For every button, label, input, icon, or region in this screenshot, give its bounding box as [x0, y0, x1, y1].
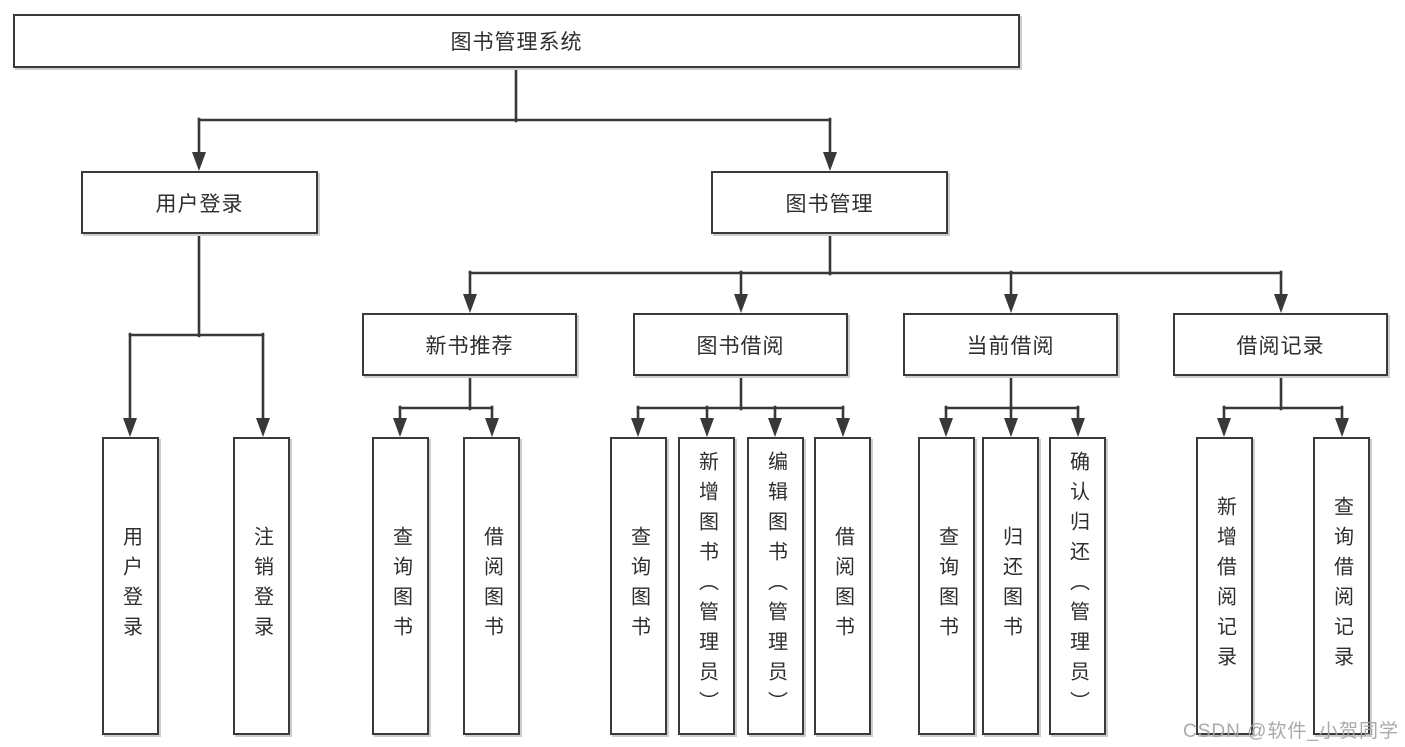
node-borrow-books-leaf: 借阅图书: [814, 437, 871, 735]
node-query-books-recommend: 查询图书: [372, 437, 429, 735]
node-query-books-borrow-label: 查询图书: [627, 526, 650, 646]
node-book-management: 图书管理: [711, 171, 948, 234]
arrow-icon: [1217, 418, 1231, 437]
node-query-books-current-label: 查询图书: [935, 526, 958, 646]
arrow-icon: [192, 152, 206, 171]
arrow-icon: [823, 152, 837, 171]
node-edit-books-admin-label: 编辑图书（管理员）: [764, 451, 787, 721]
node-book-management-label: 图书管理: [785, 192, 874, 216]
node-query-borrow-record-label: 查询借阅记录: [1330, 496, 1353, 676]
node-library-management-system-label: 图书管理系统: [450, 31, 583, 54]
node-borrow-books-recommend-label: 借阅图书: [480, 526, 503, 646]
arrow-icon: [1071, 418, 1085, 437]
connector-new-book-recommend-children: [393, 374, 499, 437]
arrow-icon: [631, 418, 645, 437]
connector-book-borrow-children: [631, 374, 850, 437]
connector-borrow-records-children: [1217, 374, 1349, 437]
node-new-book-recommend: 新书推荐: [362, 313, 577, 376]
arrow-icon: [485, 418, 499, 437]
node-borrow-records: 借阅记录: [1173, 313, 1388, 376]
arrow-icon: [256, 418, 270, 437]
node-query-borrow-record: 查询借阅记录: [1313, 437, 1370, 735]
node-book-borrow-label: 图书借阅: [696, 334, 785, 358]
arrow-icon: [393, 418, 407, 437]
node-query-books-current: 查询图书: [918, 437, 975, 735]
arrow-icon: [1335, 418, 1349, 437]
arrow-icon: [463, 294, 477, 313]
node-return-books: 归还图书: [982, 437, 1039, 735]
node-add-books-admin: 新增图书（管理员）: [678, 437, 735, 735]
node-borrow-books-leaf-label: 借阅图书: [831, 526, 854, 646]
arrow-icon: [1274, 294, 1288, 313]
node-query-books-recommend-label: 查询图书: [389, 526, 412, 646]
connector-book-management-children: [463, 232, 1288, 313]
node-confirm-return-admin: 确认归还（管理员）: [1049, 437, 1106, 735]
arrow-icon: [836, 418, 850, 437]
node-new-book-recommend-label: 新书推荐: [425, 334, 514, 358]
node-add-books-admin-label: 新增图书（管理员）: [695, 451, 718, 721]
arrow-icon: [700, 418, 714, 437]
connector-root-to-level2: [192, 66, 837, 171]
node-user-login-label: 用户登录: [155, 192, 244, 216]
arrow-icon: [939, 418, 953, 437]
node-logout: 注销登录: [233, 437, 290, 735]
node-book-borrow: 图书借阅: [633, 313, 848, 376]
node-user-login-leaf-label: 用户登录: [119, 526, 142, 646]
arrow-icon: [1004, 294, 1018, 313]
node-add-borrow-record-label: 新增借阅记录: [1213, 496, 1236, 676]
arrow-icon: [1004, 418, 1018, 437]
connector-user-login-children: [123, 232, 270, 437]
node-library-management-system: 图书管理系统: [13, 14, 1020, 68]
csdn-watermark: CSDN @软件_小贺同学: [1183, 721, 1399, 742]
node-return-books-label: 归还图书: [999, 526, 1022, 646]
node-user-login-leaf: 用户登录: [102, 437, 159, 735]
node-current-borrow-label: 当前借阅: [966, 334, 1055, 358]
node-add-borrow-record: 新增借阅记录: [1196, 437, 1253, 735]
arrow-icon: [734, 294, 748, 313]
node-logout-label: 注销登录: [250, 526, 273, 646]
connector-current-borrow-children: [939, 374, 1085, 437]
arrow-icon: [123, 418, 137, 437]
node-query-books-borrow: 查询图书: [610, 437, 667, 735]
node-borrow-records-label: 借阅记录: [1236, 334, 1325, 358]
arrow-icon: [768, 418, 782, 437]
node-confirm-return-admin-label: 确认归还（管理员）: [1066, 451, 1089, 721]
node-current-borrow: 当前借阅: [903, 313, 1118, 376]
node-user-login: 用户登录: [81, 171, 318, 234]
node-edit-books-admin: 编辑图书（管理员）: [747, 437, 804, 735]
node-borrow-books-recommend: 借阅图书: [463, 437, 520, 735]
